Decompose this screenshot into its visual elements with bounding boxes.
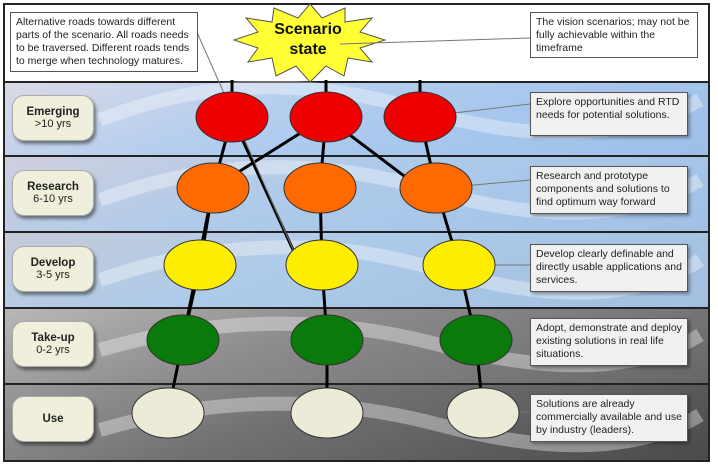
node-takeup-3 [439,314,513,366]
stage-develop-name: Develop [30,257,76,269]
note-vision-scenarios: The vision scenarios; may not be fully a… [530,12,698,58]
scenario-title-line-1: Scenario [274,21,342,38]
stage-develop-range: 3-5 yrs [36,269,70,281]
scenario-title-line-2: state [289,41,327,58]
stage-takeup: Take-up 0-2 yrs [12,321,94,367]
scenario-starburst [232,3,387,83]
stage-takeup-name: Take-up [31,332,75,344]
node-takeup-2 [290,314,364,366]
note-emerging: Explore opportunities and RTD needs for … [530,92,688,136]
node-takeup-1 [146,314,220,366]
stage-use-name: Use [42,413,64,425]
note-takeup: Adopt, demonstrate and deploy existing s… [530,318,688,366]
node-emerging-1 [195,91,269,143]
note-use: Solutions are already commercially avail… [530,394,688,442]
note-alternative-roads: Alternative roads towards different part… [10,12,198,72]
node-emerging-2 [289,91,363,143]
stage-emerging-name: Emerging [26,106,80,118]
stage-takeup-range: 0-2 yrs [36,344,70,356]
note-develop: Develop clearly definable and directly u… [530,244,688,292]
node-research-3 [399,162,473,214]
node-develop-1 [163,239,237,291]
node-emerging-3 [383,91,457,143]
note-research: Research and prototype components and so… [530,166,688,214]
stage-research: Research 6-10 yrs [12,170,94,216]
stage-emerging-range: >10 yrs [34,118,72,130]
stage-research-name: Research [27,181,79,193]
scenario-title: Scenario state [258,20,358,60]
stage-develop: Develop 3-5 yrs [12,246,94,292]
node-research-1 [176,162,250,214]
node-use-3 [446,387,520,439]
stage-emerging: Emerging >10 yrs [12,95,94,141]
node-use-2 [290,387,364,439]
node-use-1 [131,387,205,439]
node-develop-2 [285,239,359,291]
nodes [131,91,520,439]
node-develop-3 [422,239,496,291]
stage-use: Use [12,396,94,442]
node-research-2 [283,162,357,214]
stage-research-range: 6-10 yrs [33,193,73,205]
